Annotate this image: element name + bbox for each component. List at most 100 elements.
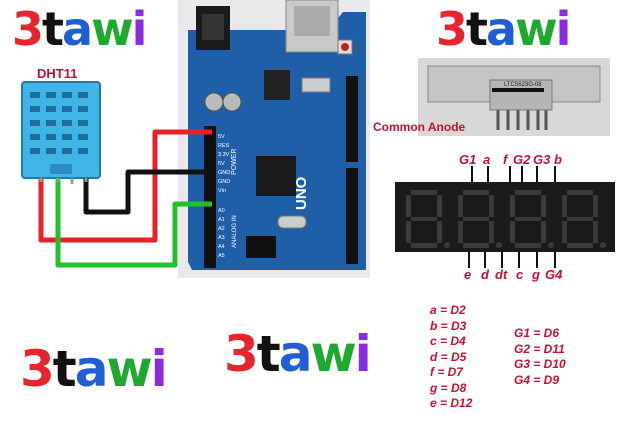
segment [463,243,489,248]
segment [437,195,442,217]
uno-brand-label: UNO [293,176,310,210]
pin-label-top: b [554,152,562,167]
display-part-number: LTC5623G-08 [504,82,542,88]
pin-label: GND [218,170,230,176]
logo-char: i [555,2,572,56]
display-pin-lines [468,166,556,268]
mapping-item: f = D7 [430,365,464,379]
logo-top-right: 3tawi [436,2,572,56]
segment [515,243,541,248]
logo-char: a [486,2,517,56]
segment-mapping-list: a = D2 b = D3 c = D4 d = D5 f = D7 g = D… [430,303,472,412]
segment [562,221,567,243]
logo-char: a [278,325,313,383]
logo-char: t [256,325,281,383]
mapping-item: a = D2 [430,303,466,317]
pin-label-bottom: c [516,267,524,282]
pin-label-top: G1 [459,152,477,167]
logo-char: 3 [436,2,468,56]
mapping-item: g = D8 [430,380,467,395]
display-photo: LTC5623G-08 [418,58,610,136]
mapping-item: G3 = D10 [514,357,566,371]
segment [567,243,593,248]
arduino-uno-board: UNO POWER ANALOG IN 5V RES 3.3V 5V GND G… [178,0,370,278]
pin-label-bottom: e [464,267,472,282]
segment [463,190,489,195]
pin-label: A4 [218,244,225,250]
logo-bottom-left: 3tawi [20,340,168,398]
pin-label-bottom: dt [495,267,508,282]
dht11-label: DHT11 [37,66,78,81]
seven-segment-display [395,182,615,252]
segment [562,195,567,217]
pin-label: 5V [218,161,225,167]
logo-char: w [310,325,356,383]
pin-label: A3 [218,235,225,241]
segment [406,221,411,243]
segment [463,217,489,221]
segment [411,217,437,221]
common-anode-label: Common Anode [373,120,466,134]
pin-label-top: f [503,152,508,167]
logo-top-left: 3tawi [12,2,148,56]
segment [541,221,546,243]
pin-label-bottom: d [481,267,489,282]
logo-char: w [106,340,152,398]
pin-label: Vin [218,188,226,194]
segment [593,221,598,243]
segment [567,190,593,195]
logo-char: 3 [12,2,44,56]
mapping-item: e = D12 [430,396,473,410]
segment [411,243,437,248]
decimal-point [548,242,554,248]
pin-label: A2 [218,226,225,232]
segment [567,217,593,221]
dht11-sensor [21,81,101,179]
segment [541,195,546,217]
wire-red [38,129,212,243]
mapping-item: G4 = D9 [514,372,560,387]
logo-char: t [42,2,64,56]
segment [411,190,437,195]
digit-mapping-list: G1 = D6 G2 = D11 G3 = D10 G4 = D9 [514,326,566,388]
power-label: POWER [231,149,238,175]
segment [515,217,541,221]
pin-label-top: G2 [513,152,531,167]
pin-label: 3.3V [218,152,230,158]
logo-char: t [52,340,77,398]
pin-label-bottom: G4 [545,267,563,282]
segment [489,221,494,243]
segment [437,221,442,243]
wire-black [83,169,212,215]
segment [406,195,411,217]
logo-char: 3 [224,325,259,383]
pin-label: GND [218,179,230,185]
pin-label: 5V [218,134,225,140]
segment [458,195,463,217]
logo-char: a [62,2,93,56]
pin-label-bottom: g [532,267,540,282]
wire-green [55,178,212,268]
pin-label: RES [218,143,230,149]
mapping-item: d = D5 [430,349,467,364]
logo-bottom-center: 3tawi [224,325,372,383]
segment [489,195,494,217]
logo-char: i [150,340,168,398]
mapping-item: c = D4 [430,334,466,348]
logo-char: t [466,2,488,56]
pin-label-top: a [483,152,491,167]
decimal-point [444,242,450,248]
pin-label: A1 [218,217,225,223]
logo-char: 3 [20,340,55,398]
pin-label: A5 [218,253,225,259]
segment [458,221,463,243]
logo-char: i [131,2,148,56]
logo-char: w [91,2,133,56]
logo-char: w [515,2,557,56]
segment [593,195,598,217]
segment [510,221,515,243]
analog-in-label: ANALOG IN [232,215,238,248]
mapping-item: b = D3 [430,318,467,333]
decimal-point [496,242,502,248]
